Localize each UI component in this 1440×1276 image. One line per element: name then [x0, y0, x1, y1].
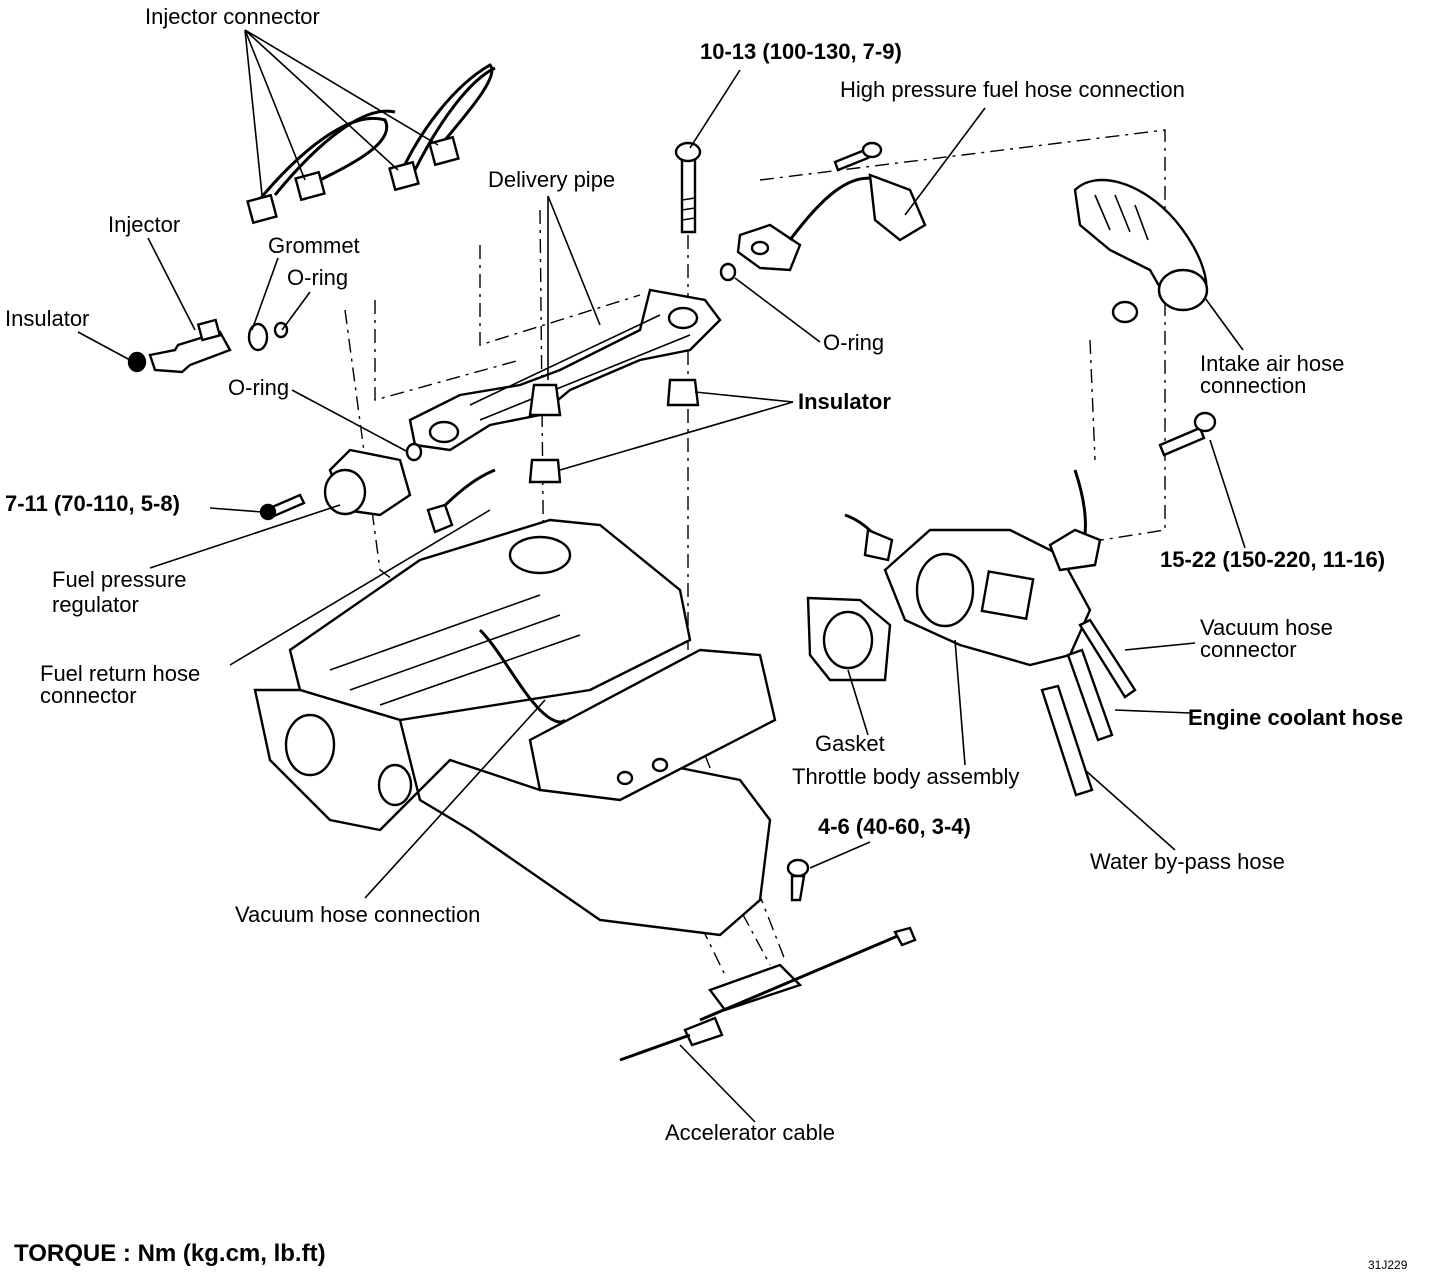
throttle-body-bolt [1158, 411, 1217, 457]
accelerator-cable [619, 926, 917, 1062]
label-accelerator-cable: Accelerator cable [665, 1120, 835, 1145]
delivery-pipe [408, 173, 927, 452]
injector-connector-harness [246, 63, 496, 225]
label-torque-regulator-bolt: 7-11 (70-110, 5-8) [5, 491, 180, 516]
label-water-bypass-hose: Water by-pass hose [1090, 849, 1285, 874]
intake-air-hose [1073, 178, 1209, 324]
label-insulator-left: Insulator [5, 306, 90, 331]
label-fuel-pressure-regulator: Fuel pressure regulator [52, 567, 187, 617]
label-high-pressure-fuel-hose: High pressure fuel hose connection [840, 77, 1185, 102]
label-injector-connector: Injector connector [145, 4, 320, 29]
label-vacuum-hose-connection: Vacuum hose connection [235, 902, 481, 927]
label-grommet: Grommet [268, 233, 360, 258]
leader-lines [77, 29, 1246, 1123]
fuel-hose-bolt [833, 141, 883, 172]
label-torque-delivery-pipe-bolt: 10-13 (100-130, 7-9) [700, 39, 902, 64]
label-insulator-right: Insulator [798, 389, 891, 414]
throttle-body-assembly [844, 469, 1102, 667]
label-intake-air-hose: Intake air hose connection [1200, 351, 1345, 398]
label-gasket: Gasket [815, 731, 885, 756]
injector-assembly [127, 318, 289, 374]
label-vacuum-hose-connector: Vacuum hose connector [1200, 615, 1333, 662]
fuel-pressure-regulator [323, 442, 496, 534]
label-o-ring-lower-left: O-ring [228, 375, 290, 400]
gasket [806, 596, 892, 682]
label-throttle-body-assembly: Throttle body assembly [792, 764, 1020, 789]
label-torque-throttle-body-bolt: 15-22 (150-220, 11-16) [1160, 547, 1386, 572]
delivery-pipe-bolt [674, 141, 702, 234]
label-engine-coolant-hose: Engine coolant hose [1188, 705, 1404, 730]
label-o-ring-upper-left: O-ring [287, 265, 349, 290]
engine-block [253, 518, 777, 937]
torque-legend: TORQUE : Nm (kg.cm, lb.ft) [14, 1240, 326, 1267]
insulators [528, 378, 700, 484]
label-torque-bracket-bolt: 4-6 (40-60, 3-4) [818, 814, 971, 839]
label-injector: Injector [108, 212, 181, 237]
label-o-ring-right: O-ring [823, 330, 885, 355]
label-delivery-pipe: Delivery pipe [488, 167, 616, 192]
coolant-and-vacuum-hoses [1040, 618, 1137, 797]
regulator-bolt [259, 493, 306, 521]
label-fuel-return-hose: Fuel return hose connector [40, 661, 201, 708]
figure-code: 31J229 [1368, 1258, 1408, 1272]
bracket-bolt [786, 858, 810, 902]
